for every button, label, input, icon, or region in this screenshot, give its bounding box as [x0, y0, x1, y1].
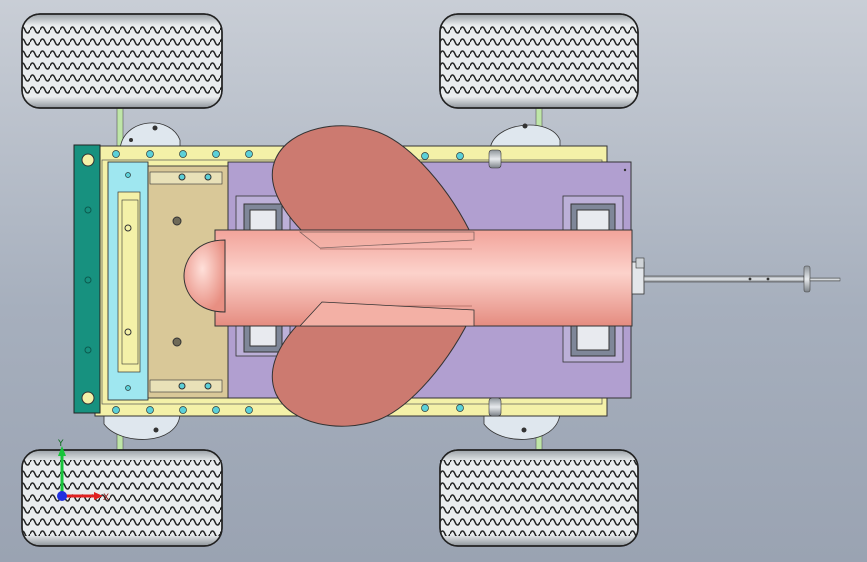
rocket-fin-top: [271, 125, 475, 249]
frame-bolts: [112, 150, 464, 414]
rocket-fin-bottom: [271, 301, 475, 427]
wheel-front-right: [21, 449, 223, 547]
axis-triad: Y X: [57, 439, 109, 503]
side-rail: [73, 144, 101, 414]
rocket: [183, 125, 633, 427]
wheel-front-left: [21, 13, 223, 109]
axis-x-label: X: [103, 493, 109, 503]
wheel-rear-right: [439, 449, 639, 547]
wheel-rear-left: [439, 13, 639, 109]
rocket-nose: [183, 239, 226, 313]
launch-rod: [631, 257, 841, 295]
axis-y-label: Y: [57, 439, 64, 449]
motor-mounts: [103, 122, 561, 440]
